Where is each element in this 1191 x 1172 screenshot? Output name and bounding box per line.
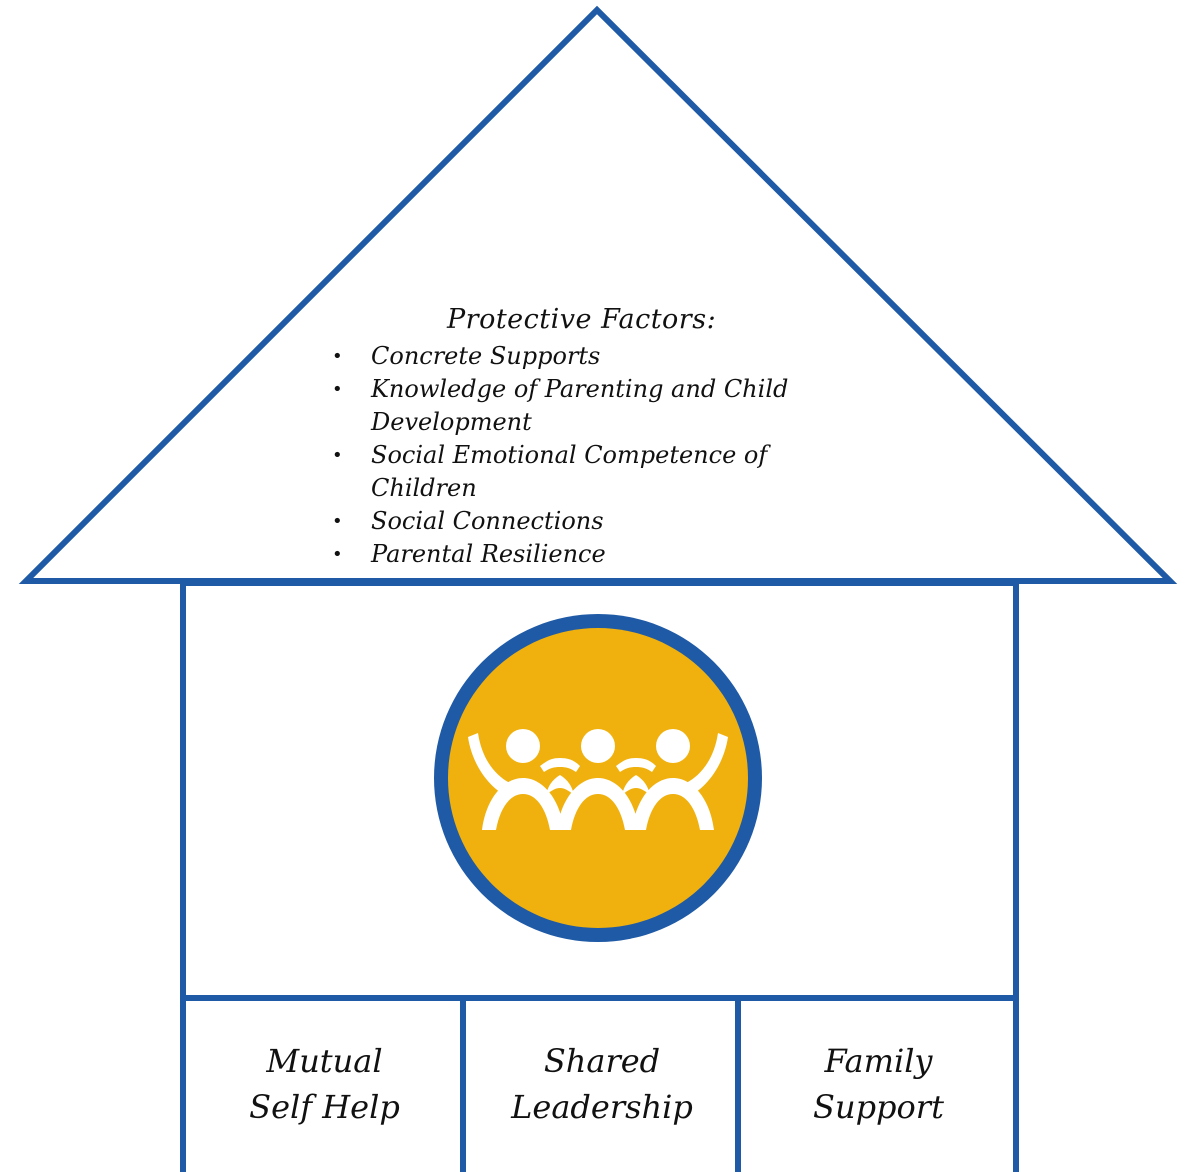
factor-label: Knowledge of Parenting and Child Develop… bbox=[371, 375, 789, 436]
factor-label: Social Connections bbox=[371, 507, 604, 535]
list-item: • Knowledge of Parenting and Child Devel… bbox=[330, 373, 850, 439]
foundation-block-shared-leadership: Shared Leadership bbox=[511, 1042, 693, 1126]
factor-label: Social Emotional Competence of Children bbox=[371, 441, 768, 502]
bullet-icon: • bbox=[332, 379, 343, 400]
bullet-icon: • bbox=[332, 511, 343, 532]
foundation-block-family-support: Family Support bbox=[813, 1042, 944, 1126]
list-item: • Concrete Supports bbox=[330, 340, 850, 373]
list-item: • Social Connections bbox=[330, 505, 850, 538]
list-item: • Social Emotional Competence of Childre… bbox=[330, 439, 850, 505]
three-people-joined-hands-icon bbox=[468, 729, 728, 830]
list-item: • Parental Resilience bbox=[330, 538, 850, 571]
bullet-icon: • bbox=[332, 445, 343, 466]
house-body bbox=[180, 580, 1019, 1172]
bullet-icon: • bbox=[332, 346, 343, 367]
protective-factors-list: • Concrete Supports • Knowledge of Paren… bbox=[330, 340, 850, 571]
foundation-block-mutual-self-help: Mutual Self Help bbox=[249, 1042, 400, 1126]
factor-label: Parental Resilience bbox=[371, 540, 606, 568]
protective-factors-panel: Protective Factors: • Concrete Supports … bbox=[330, 300, 850, 571]
bullet-icon: • bbox=[332, 544, 343, 565]
protective-factors-title: Protective Factors: bbox=[447, 304, 717, 335]
factor-label: Concrete Supports bbox=[371, 342, 601, 370]
logo bbox=[434, 614, 762, 942]
